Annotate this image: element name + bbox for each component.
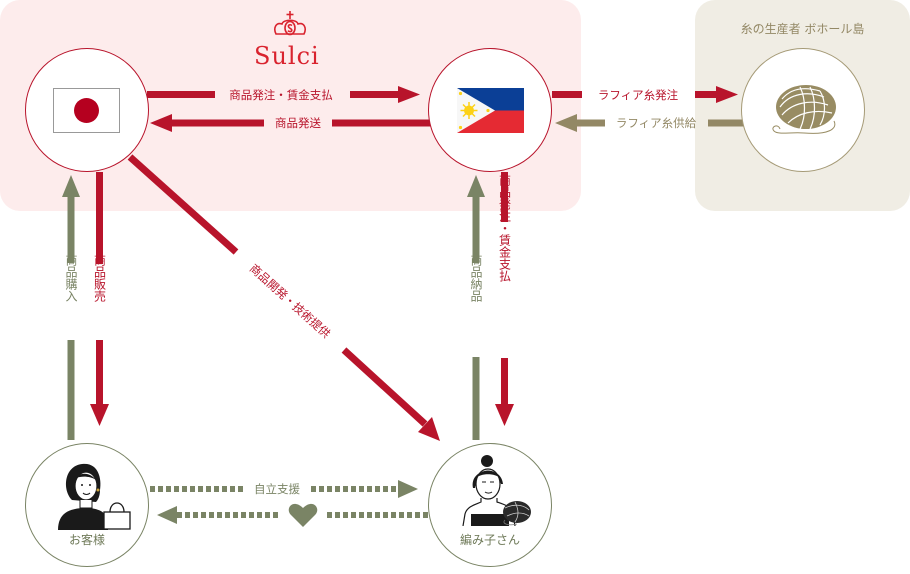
heart-icon: [288, 503, 318, 527]
label-ph-to-knitter: 商品発注・賃金支払: [498, 173, 512, 282]
arrow-customer-to-jp: [62, 175, 80, 440]
arrow-knitter-to-ph: [467, 175, 485, 440]
label-customer-to-knitter: 自立支援: [254, 482, 300, 496]
node-philippines: [428, 48, 552, 172]
arrow-yarn-to-ph: ラフィア糸供給: [555, 114, 744, 132]
arrow-ph-to-knitter: [495, 172, 514, 426]
arrow-jp-to-knitter: 商品開発・技術提供: [127, 154, 440, 441]
label-knitter-to-ph: 商品納品: [469, 253, 483, 302]
arrow-knitter-to-customer: [157, 503, 428, 527]
label-yarn-to-ph: ラフィア糸供給: [616, 116, 697, 130]
node-yarn-producer: [741, 48, 865, 172]
arrow-ph-to-yarn: ラフィア糸発注: [552, 86, 738, 103]
yarn-ball-icon: [772, 85, 836, 134]
woman-with-bag-icon: [58, 463, 131, 530]
crown-icon: [274, 11, 306, 36]
woman-with-yarn-icon: [462, 455, 531, 526]
arrow-ph-to-jp: 商品発送: [150, 114, 432, 132]
customer-label: お客様: [68, 533, 105, 547]
arrow-jp-to-ph: 商品発注・賃金支払: [147, 86, 420, 103]
label-jp-to-ph: 商品発注・賃金支払: [229, 88, 333, 102]
label-customer-to-jp: 商品購入: [64, 253, 78, 302]
arrow-customer-to-knitter: 自立支援: [150, 480, 418, 498]
label-jp-to-knitter: 商品開発・技術提供: [247, 261, 334, 341]
node-knitter: 編み子さん: [428, 443, 552, 567]
label-ph-to-yarn: ラフィア糸発注: [598, 88, 679, 102]
bohol-region-title: 糸の生産者 ボホール島: [740, 22, 865, 36]
node-customer: お客様: [25, 443, 149, 567]
japan-flag-icon: [53, 88, 120, 133]
brand-logo-text: Sulci: [254, 42, 320, 70]
label-jp-to-customer: 商品販売: [93, 253, 107, 303]
node-japan: [25, 48, 149, 172]
label-ph-to-jp: 商品発送: [275, 116, 321, 130]
arrow-jp-to-customer: [90, 172, 109, 426]
philippines-flag-icon: [457, 88, 524, 133]
knitter-label: 編み子さん: [459, 533, 520, 547]
